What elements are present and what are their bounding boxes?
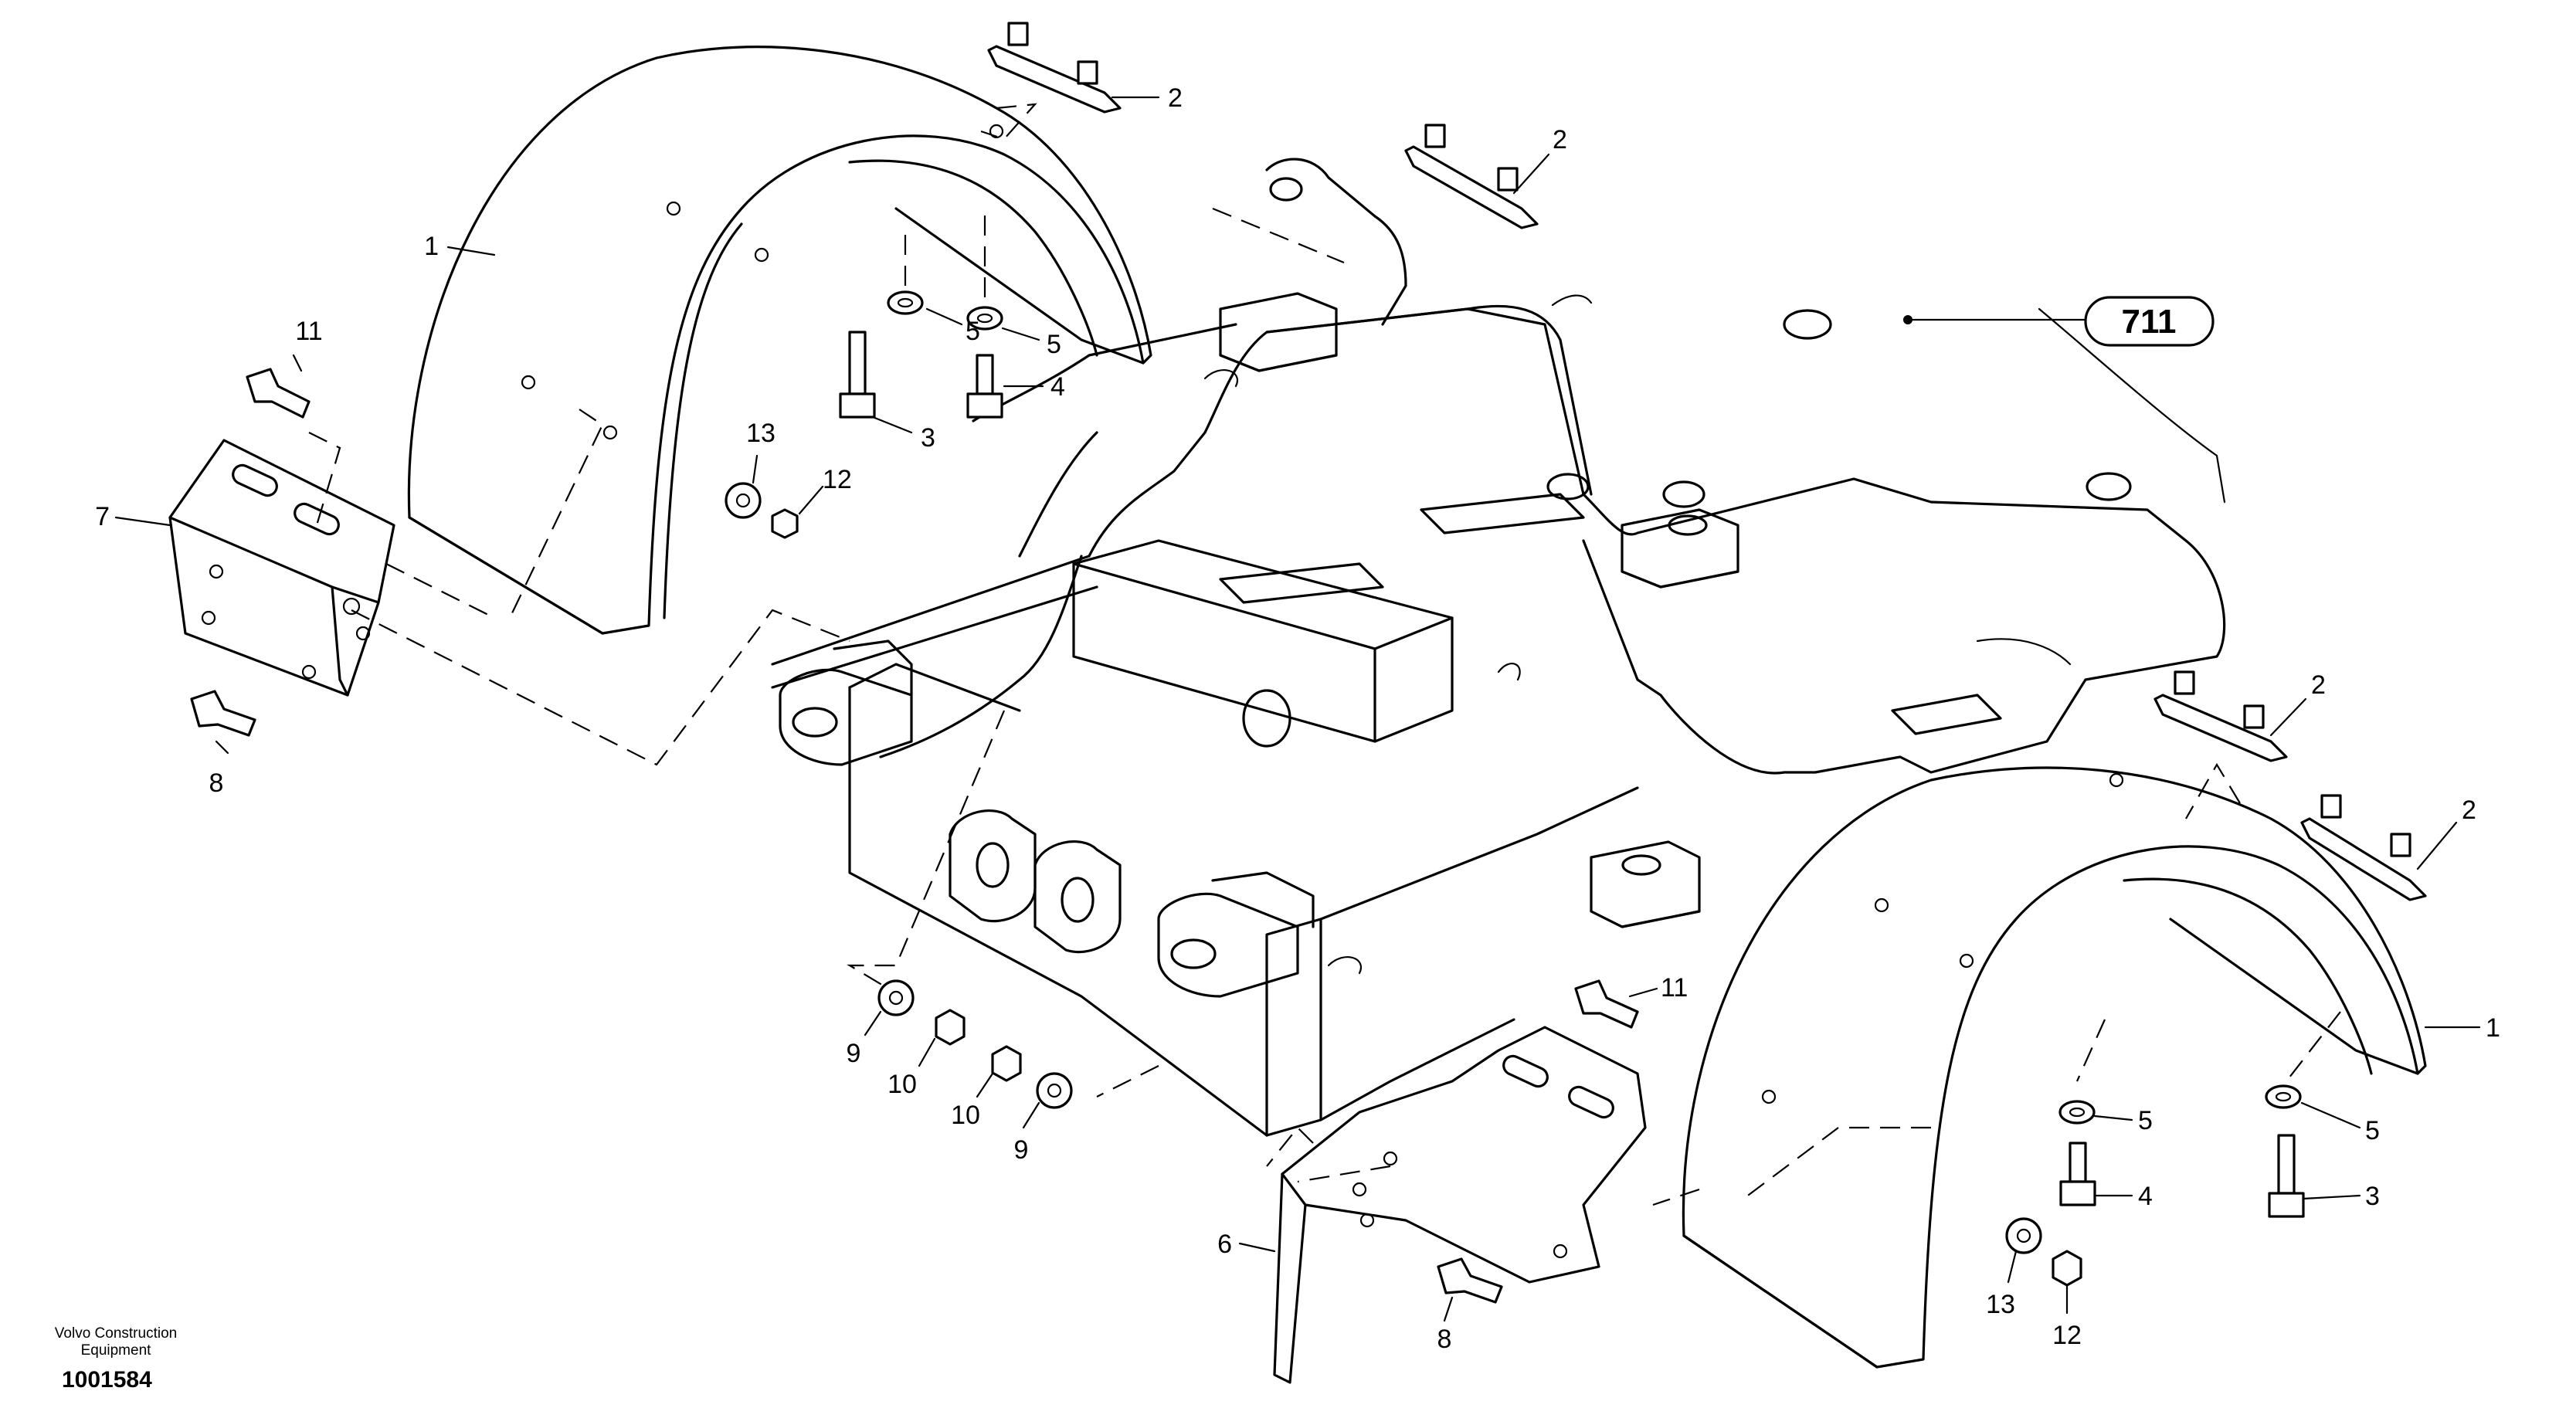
- left-fender: [407, 46, 1152, 635]
- brand-line-2: Equipment: [80, 1342, 151, 1359]
- callout-10-right: 10: [951, 1101, 980, 1130]
- callout-12-right: 12: [2052, 1321, 2082, 1350]
- callout-4-left: 4: [1050, 372, 1065, 402]
- callout-9-right: 9: [1014, 1135, 1029, 1165]
- callout-5-left-b: 5: [1047, 330, 1061, 359]
- callout-8-right: 8: [1437, 1325, 1452, 1354]
- chassis-frame: [771, 158, 2226, 1137]
- assembly-lines: [308, 103, 2341, 1206]
- callout-2-top-center: 2: [1553, 125, 1567, 154]
- callout-9-left: 9: [847, 1039, 861, 1068]
- callout-12-left: 12: [823, 465, 852, 494]
- callout-3-right: 3: [2365, 1182, 2380, 1211]
- callout-5-left-a: 5: [966, 317, 980, 346]
- callout-2-right-upper: 2: [2311, 670, 2326, 700]
- callout-6: 6: [1217, 1230, 1232, 1259]
- callout-2-top-left: 2: [1168, 83, 1183, 113]
- reference-number: 711: [2122, 303, 2177, 341]
- callout-13-left: 13: [746, 419, 776, 448]
- callout-labels: 1 2 2 2 2 5 5 4 3 11 13 12 7 8 9 10 10 9…: [95, 83, 2500, 1354]
- callout-5-right-b: 5: [2365, 1116, 2380, 1145]
- left-mounting-bracket: [168, 439, 395, 697]
- callout-2-right-lower: 2: [2462, 796, 2476, 825]
- document-number: 1001584: [62, 1367, 152, 1393]
- callout-4-right: 4: [2138, 1182, 2153, 1211]
- bracket-plates: [987, 22, 2427, 901]
- callout-5-right-a: 5: [2138, 1106, 2153, 1135]
- callout-11-left: 11: [295, 317, 322, 346]
- callout-3-left: 3: [921, 423, 935, 453]
- leader-lines: [114, 96, 2481, 1322]
- callout-11-right: 11: [1661, 973, 1688, 1003]
- callout-7: 7: [95, 502, 110, 531]
- callout-1-right: 1: [2486, 1013, 2500, 1043]
- right-mounting-bracket: [1273, 1026, 1647, 1384]
- brand-line-1: Volvo Construction: [54, 1325, 178, 1342]
- callout-10-left: 10: [888, 1070, 917, 1099]
- callout-13-right: 13: [1986, 1290, 2015, 1319]
- reference-box: [2084, 296, 2215, 347]
- callout-1-left: 1: [424, 232, 439, 261]
- callout-8-left: 8: [209, 768, 224, 798]
- fasteners: [190, 290, 2305, 1304]
- right-fender: [1682, 766, 2427, 1369]
